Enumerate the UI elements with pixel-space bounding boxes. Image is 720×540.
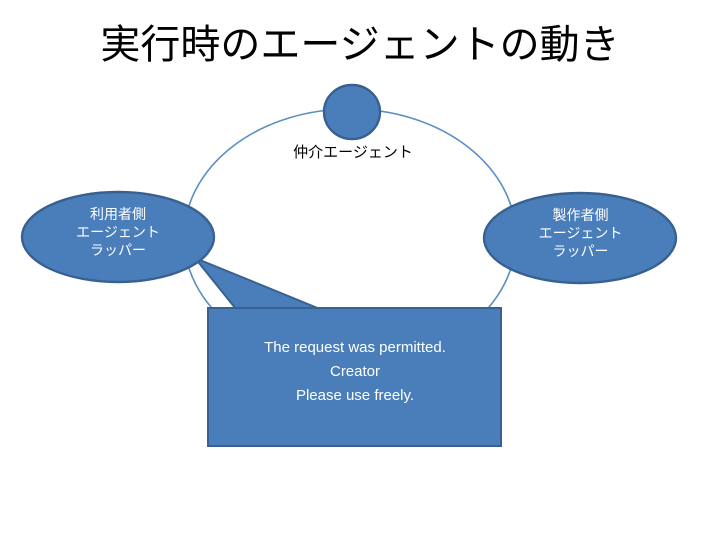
broker-agent-node[interactable] — [322, 83, 382, 141]
page-title: 実行時のエージェントの動き — [100, 23, 620, 67]
broker-agent-label: 仲介エージェント — [293, 144, 413, 161]
permission-callout-body — [207, 307, 502, 447]
permission-callout-line-2: Creator — [329, 363, 381, 380]
permission-callout-tail — [191, 255, 321, 310]
permission-callout-text: The request was permitted. Creator Pleas… — [209, 336, 501, 408]
permission-callout-line-1: The request was permitted. — [264, 339, 446, 356]
permission-callout[interactable] — [191, 255, 502, 447]
consumer-agent-wrapper-node[interactable] — [20, 190, 216, 284]
permission-callout-line-3: Please use freely. — [295, 387, 415, 404]
creator-agent-wrapper-node[interactable] — [482, 191, 678, 285]
